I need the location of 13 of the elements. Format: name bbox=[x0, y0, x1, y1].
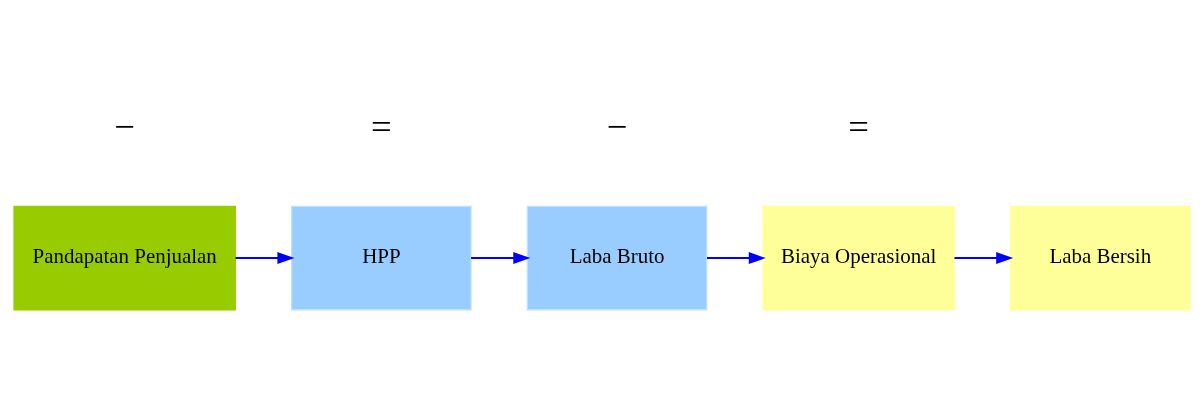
node-box: Pandapatan Penjualan bbox=[13, 205, 236, 311]
arrow bbox=[706, 252, 766, 264]
arrow bbox=[470, 252, 531, 264]
label: − bbox=[606, 105, 628, 147]
label: = bbox=[371, 105, 392, 147]
node-box: Laba Bersih bbox=[1009, 205, 1191, 311]
label: = bbox=[848, 105, 870, 147]
label: − bbox=[114, 105, 136, 147]
node-box: HPP bbox=[291, 205, 472, 311]
arrow bbox=[234, 252, 295, 264]
node-box: Laba Bruto bbox=[526, 205, 708, 311]
arrow bbox=[953, 252, 1014, 264]
node-box: Biaya Operasional bbox=[762, 205, 955, 311]
